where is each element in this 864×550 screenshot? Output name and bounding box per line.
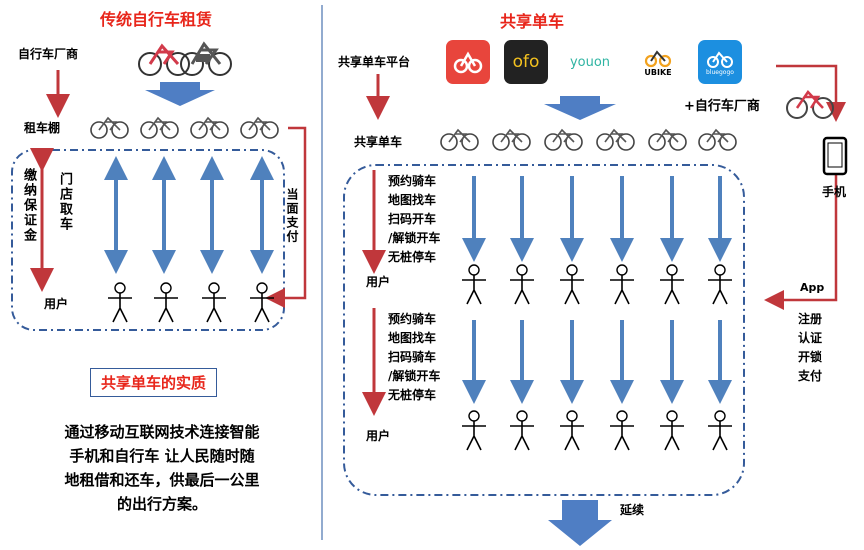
bike-icon — [648, 128, 687, 151]
ofo-logo-icon: ofo — [504, 40, 548, 84]
stick-figure-icon — [510, 264, 534, 305]
stick-figure-icon — [660, 264, 684, 305]
stick-figure-icon — [462, 264, 486, 305]
left-title: 传统自行车租赁 — [100, 10, 213, 29]
face-pay-label: 当面支付 — [285, 188, 299, 244]
bike-icon — [492, 128, 531, 151]
step-item: /解锁开车 — [388, 231, 441, 245]
deposit-label: 缴纳保证金 — [21, 168, 36, 243]
bike-icon — [140, 116, 179, 139]
bluegogo-logo-text: bluegogo — [706, 68, 734, 76]
continue-label: 延续 — [620, 503, 645, 517]
app-label: App — [800, 281, 825, 294]
stick-figure-icon — [610, 410, 634, 451]
right-user-label-a: 用户 — [366, 275, 391, 289]
summary-line: 手机和自行车 让人民随时随 — [69, 447, 255, 465]
app-function: 支付 — [798, 369, 823, 383]
platform-label: 共享单车平台 — [338, 55, 411, 69]
bluegogo-logo-icon: bluegogo — [698, 40, 742, 84]
stick-figure-icon — [154, 282, 178, 323]
stick-figure-icon — [510, 410, 534, 451]
bike-icon — [544, 128, 583, 151]
big-arrow-right — [544, 96, 616, 120]
face-pay-bracket — [265, 126, 307, 308]
left-dashed-box — [11, 149, 285, 331]
steps-b: 预约骑车 地图找车 扫码骑车 /解锁开车 无桩停车 — [388, 310, 440, 405]
left-user-label: 用户 — [44, 297, 69, 311]
bike-row-right — [440, 128, 737, 151]
bike-icon — [596, 128, 635, 151]
app-function: 开锁 — [798, 350, 823, 364]
stick-figure-icon — [708, 410, 732, 451]
app-functions: 注册 认证 开锁 支付 — [798, 310, 822, 386]
ubike-logo-icon: UBIKE — [632, 40, 684, 84]
users-row-a — [462, 264, 732, 305]
stick-figure-icon — [250, 282, 274, 323]
step-item: 无桩停车 — [388, 250, 437, 264]
manufacturer-bike-icon — [786, 90, 834, 119]
step-item: 无桩停车 — [388, 388, 437, 402]
summary-text: 通过移动互联网技术连接智能 手机和自行车 让人民随时随 地租借和还车，供最后一公… — [22, 420, 302, 516]
bike-icon — [190, 116, 229, 139]
bike-icon — [90, 116, 129, 139]
shared-bike-label: 共享单车 — [354, 135, 403, 149]
stick-figure-icon — [202, 282, 226, 323]
step-item: 扫码开车 — [388, 212, 437, 226]
store-pickup-label: 门店取车 — [57, 172, 72, 232]
stick-figure-icon — [560, 264, 584, 305]
summary-line: 的出行方案。 — [116, 495, 207, 513]
step-item: 地图找车 — [388, 193, 437, 207]
stick-figure-icon — [108, 282, 132, 323]
brand-logos: ofo youon UBIKE bluegogo — [446, 40, 742, 84]
manufacturer-label: 自行车厂商 — [18, 47, 79, 61]
steps-a: 预约骑车 地图找车 扫码开车 /解锁开车 无桩停车 — [388, 172, 440, 267]
rental-shed-label: 租车棚 — [24, 121, 61, 135]
stick-figure-icon — [462, 410, 486, 451]
plus-manufacturer-label: +自行车厂商 — [684, 99, 760, 114]
app-function: 认证 — [798, 331, 823, 345]
big-arrow-left — [145, 82, 215, 106]
summary-line: 地租借和还车，供最后一公里 — [64, 471, 260, 489]
stick-figure-icon — [708, 264, 732, 305]
arrow-phone-to-app — [764, 168, 838, 310]
step-item: 预约骑车 — [388, 312, 437, 326]
mobike-logo-icon — [446, 40, 490, 84]
step-item: 地图找车 — [388, 331, 437, 345]
step-item: 扫码骑车 — [388, 350, 437, 364]
bicycle-photo-icon — [138, 41, 232, 76]
bike-row — [90, 110, 290, 146]
essence-box: 共享单车的实质 — [90, 368, 218, 397]
right-title: 共享单车 — [500, 12, 565, 31]
continue-arrow — [548, 500, 612, 546]
step-item: /解锁开车 — [388, 369, 441, 383]
users-row-b — [462, 410, 732, 451]
app-function: 注册 — [798, 312, 823, 326]
step-item: 预约骑车 — [388, 174, 437, 188]
arrow-to-phone — [776, 64, 846, 122]
stick-figure-icon — [660, 410, 684, 451]
phone-icon — [822, 136, 848, 176]
stick-figure-icon — [610, 264, 634, 305]
youon-logo-icon: youon — [562, 40, 618, 84]
right-user-label-b: 用户 — [366, 429, 391, 443]
ofo-logo-text: ofo — [512, 52, 540, 72]
bike-icon — [240, 116, 279, 139]
ubike-logo-text: UBIKE — [644, 67, 672, 77]
bike-icon — [698, 128, 737, 151]
users-row-left — [108, 282, 274, 323]
stick-figure-icon — [560, 410, 584, 451]
summary-line: 通过移动互联网技术连接智能 — [64, 423, 260, 441]
bike-icon — [440, 128, 479, 151]
youon-logo-text: youon — [569, 54, 611, 70]
phone-label: 手机 — [822, 185, 847, 199]
right-dashed-box — [343, 164, 745, 496]
bike-row-icons — [90, 116, 279, 139]
